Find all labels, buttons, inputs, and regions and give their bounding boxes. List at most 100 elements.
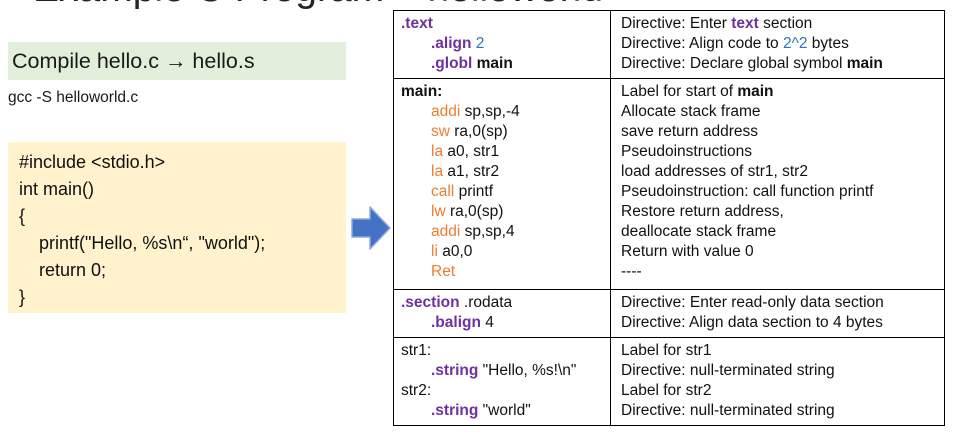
asm-line: .section .rodata xyxy=(401,293,606,313)
asm-cell: .text .align 2.globl main xyxy=(394,11,610,78)
desc-line-segment: bytes xyxy=(807,35,849,52)
asm-line: addi sp,sp,4 xyxy=(401,222,606,242)
asm-line: str2: xyxy=(401,381,606,401)
desc-line-segment: Restore return address, xyxy=(621,203,784,220)
asm-line: main: xyxy=(401,82,606,102)
c-code-line: #include <stdio.h> xyxy=(19,152,166,172)
asm-line: .string "Hello, %s!\n" xyxy=(401,361,606,381)
desc-line: Directive: Declare global symbol main xyxy=(621,54,938,74)
asm-line-segment: "Hello, %s!\n" xyxy=(478,362,577,379)
asm-line: la a0, str1 xyxy=(401,142,606,162)
slide-title-clip: Example C Program – helloworld xyxy=(0,0,820,12)
asm-line-segment: ra,0(sp) xyxy=(449,123,508,140)
asm-line-segment: a0,0 xyxy=(437,243,473,260)
asm-line-segment: .section xyxy=(401,294,460,311)
c-code-line: { xyxy=(19,206,26,226)
desc-line-segment: Return with value 0 xyxy=(621,243,754,260)
gcc-command: gcc -S helloworld.c xyxy=(8,89,139,106)
compile-banner: Compile hello.c → hello.s xyxy=(8,42,346,80)
asm-line-segment: main: xyxy=(401,83,443,100)
asm-line-segment: str2: xyxy=(401,382,432,399)
desc-line: Pseudoinstructions xyxy=(621,142,938,162)
desc-line: ---- xyxy=(621,262,938,282)
desc-line-segment: load addresses of str1, str2 xyxy=(621,163,808,180)
asm-line-segment: .globl xyxy=(431,55,473,72)
asm-line-segment: addi xyxy=(431,223,461,240)
asm-line: .text xyxy=(401,14,606,34)
desc-line-segment: Pseudoinstructions xyxy=(621,143,752,160)
desc-line-segment: section xyxy=(758,15,813,32)
asm-line: .align 2 xyxy=(401,34,606,54)
desc-line: Directive: Enter read-only data section xyxy=(621,293,938,313)
asm-line-segment: .rodata xyxy=(459,294,513,311)
asm-line-segment: li xyxy=(431,243,438,260)
c-code-line: int main() xyxy=(19,179,95,199)
desc-line: Label for start of main xyxy=(621,82,938,102)
desc-line-segment: Directive: null-terminated string xyxy=(621,402,835,419)
desc-line: Label for str1 xyxy=(621,341,938,361)
asm-line: .globl main xyxy=(401,54,606,74)
c-code-block: #include <stdio.h> int main() { printf("He… xyxy=(8,142,346,313)
asm-line-segment: ra,0(sp) xyxy=(445,203,504,220)
asm-line-segment: str1: xyxy=(401,342,432,359)
asm-line: addi sp,sp,-4 xyxy=(401,102,606,122)
desc-line-segment: Label for str2 xyxy=(621,382,712,399)
desc-line-segment: ---- xyxy=(621,263,642,280)
asm-line-segment: la xyxy=(431,163,444,180)
asm-line-segment: Ret xyxy=(431,263,456,280)
asm-line: call printf xyxy=(401,182,606,202)
desc-line: Return with value 0 xyxy=(621,242,938,262)
desc-line-segment: Directive: Enter xyxy=(621,15,732,32)
asm-line-segment: .text xyxy=(401,15,433,32)
desc-line-segment: Allocate stack frame xyxy=(621,103,761,120)
desc-line: Directive: Enter text section xyxy=(621,14,938,34)
desc-line-segment: Label for str1 xyxy=(621,342,712,359)
asm-cell: .section .rodata.balign 4 xyxy=(394,290,610,337)
desc-line: Directive: null-terminated string xyxy=(621,401,938,421)
desc-line: Allocate stack frame xyxy=(621,102,938,122)
asm-line-segment: lw xyxy=(431,203,446,220)
desc-line-segment: 2^2 xyxy=(782,35,808,52)
right-arrow-icon xyxy=(351,205,391,251)
c-code-line: printf("Hello, %s\n“, "world"); xyxy=(19,233,266,253)
asm-line: sw ra,0(sp) xyxy=(401,122,606,142)
desc-line: Directive: null-terminated string xyxy=(621,361,938,381)
asm-line-segment: .align xyxy=(431,35,472,52)
asm-line-segment: call xyxy=(431,183,455,200)
desc-line-segment: Directive: Align code to xyxy=(621,35,783,52)
asm-line: la a1, str2 xyxy=(401,162,606,182)
asm-cell: str1:.string "Hello, %s!\n"str2:.string … xyxy=(394,338,610,425)
desc-line: save return address xyxy=(621,122,938,142)
desc-line: Restore return address, xyxy=(621,202,938,222)
desc-line-segment: text xyxy=(731,15,759,32)
desc-line-segment: main xyxy=(846,55,883,72)
asm-line-segment: a0, str1 xyxy=(443,143,500,160)
asm-line-segment: addi xyxy=(431,103,461,120)
desc-line-segment: Label for start of xyxy=(621,83,738,100)
c-code-line: return 0; xyxy=(19,260,107,280)
asm-line-segment: a1, str2 xyxy=(443,163,500,180)
asm-line-segment: sp,sp,-4 xyxy=(460,103,520,120)
asm-line-segment: printf xyxy=(454,183,494,200)
asm-line-segment: la xyxy=(431,143,444,160)
desc-line: Directive: Align data section to 4 bytes xyxy=(621,313,938,333)
compile-banner-label: Compile hello.c → hello.s xyxy=(12,48,255,73)
asm-line-segment: .string xyxy=(431,402,479,419)
asm-line-segment: sw xyxy=(431,123,450,140)
desc-line: load addresses of str1, str2 xyxy=(621,162,938,182)
desc-line-segment: Directive: Declare global symbol xyxy=(621,55,847,72)
desc-line-segment: Directive: Enter read-only data section xyxy=(621,294,884,311)
asm-line-segment: "world" xyxy=(478,402,531,419)
desc-line-segment: deallocate stack frame xyxy=(621,223,777,240)
c-code-line: } xyxy=(19,287,26,307)
asm-line: str1: xyxy=(401,341,606,361)
asm-line: Ret xyxy=(401,262,606,282)
desc-line: deallocate stack frame xyxy=(621,222,938,242)
asm-line: li a0,0 xyxy=(401,242,606,262)
asm-line: .string "world" xyxy=(401,401,606,421)
